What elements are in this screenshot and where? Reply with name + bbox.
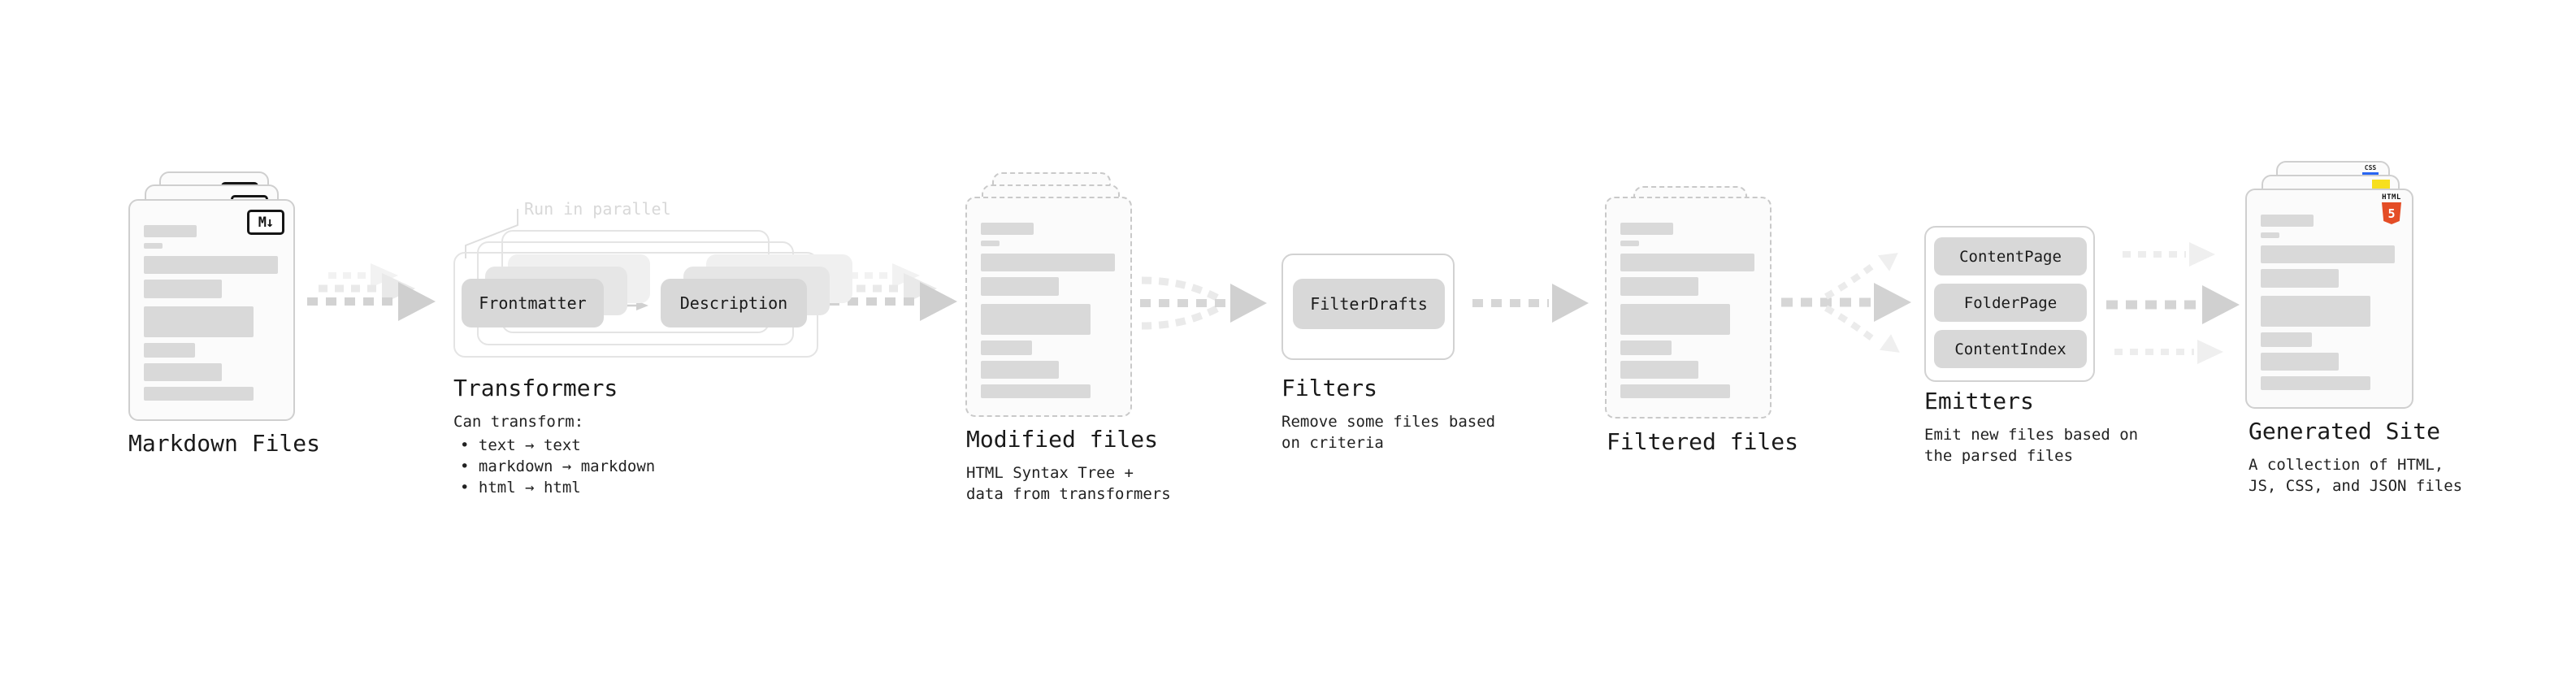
label-emitters: Emitters bbox=[1924, 388, 2034, 414]
chip-contentpage: ContentPage bbox=[1934, 237, 2087, 275]
transformers-bullet: • html → html bbox=[460, 479, 581, 497]
text-placeholder bbox=[981, 361, 1059, 379]
modified-files-desc: HTML Syntax Tree + bbox=[966, 464, 1134, 482]
filters-desc: Remove some files based bbox=[1281, 413, 1496, 431]
label-markdown-files: Markdown Files bbox=[128, 430, 321, 457]
markdown-icon: M↓ bbox=[247, 210, 284, 235]
text-placeholder bbox=[144, 343, 195, 358]
text-placeholder bbox=[1620, 223, 1673, 235]
text-placeholder bbox=[981, 254, 1115, 271]
label-filters: Filters bbox=[1281, 375, 1378, 401]
javascript-icon bbox=[2372, 180, 2390, 191]
transformers-bullet: • text → text bbox=[460, 436, 581, 454]
file-card: HTML 5 bbox=[2245, 189, 2413, 409]
text-placeholder bbox=[2261, 353, 2339, 371]
text-placeholder bbox=[144, 280, 222, 298]
text-placeholder bbox=[2261, 376, 2370, 390]
callout-run-in-parallel: Run in parallel bbox=[524, 199, 671, 219]
text-placeholder bbox=[2261, 269, 2339, 288]
label-transformers: Transformers bbox=[453, 375, 618, 401]
file-card bbox=[965, 197, 1132, 417]
text-placeholder bbox=[1620, 241, 1639, 246]
text-placeholder bbox=[2261, 245, 2395, 263]
text-placeholder bbox=[981, 277, 1059, 296]
modified-files-desc: data from transformers bbox=[966, 485, 1171, 503]
text-placeholder bbox=[1620, 304, 1730, 335]
arrow-markdown-to-transformers bbox=[307, 263, 436, 321]
text-placeholder bbox=[1620, 277, 1698, 296]
generated-site-desc: JS, CSS, and JSON files bbox=[2249, 477, 2463, 495]
arrow-modified-to-filters bbox=[1140, 276, 1267, 330]
text-placeholder bbox=[144, 225, 197, 237]
emitters-desc: the parsed files bbox=[1924, 447, 2074, 465]
text-placeholder bbox=[2261, 232, 2279, 238]
arrow-filters-to-filtered bbox=[1472, 284, 1589, 323]
text-placeholder bbox=[2261, 332, 2312, 347]
chip-folderpage: FolderPage bbox=[1934, 284, 2087, 322]
text-placeholder bbox=[144, 363, 222, 381]
text-placeholder bbox=[1620, 384, 1730, 398]
chip-contentindex: ContentIndex bbox=[1934, 330, 2087, 368]
chip-frontmatter: Frontmatter bbox=[462, 279, 604, 327]
text-placeholder bbox=[144, 387, 254, 401]
arrow-emitters-to-site bbox=[2106, 242, 2240, 364]
file-card bbox=[1605, 197, 1772, 419]
file-card: M↓ bbox=[128, 199, 295, 421]
text-placeholder bbox=[144, 256, 278, 274]
label-filtered-files: Filtered files bbox=[1607, 428, 1799, 455]
emitters-desc: Emit new files based on bbox=[1924, 426, 2139, 444]
filters-desc: on criteria bbox=[1281, 434, 1384, 452]
html5-icon: HTML 5 bbox=[2381, 194, 2402, 224]
text-placeholder bbox=[1620, 254, 1754, 271]
chip-description: Description bbox=[661, 279, 807, 327]
css-icon: CSS bbox=[2362, 165, 2379, 176]
label-generated-site: Generated Site bbox=[2249, 418, 2441, 445]
text-placeholder bbox=[981, 241, 1000, 246]
text-placeholder bbox=[981, 304, 1091, 335]
text-placeholder bbox=[1620, 361, 1698, 379]
text-placeholder bbox=[981, 223, 1034, 235]
text-placeholder bbox=[981, 340, 1032, 355]
text-placeholder bbox=[144, 306, 254, 337]
text-placeholder bbox=[2261, 296, 2370, 327]
text-placeholder bbox=[2261, 215, 2314, 227]
label-modified-files: Modified files bbox=[966, 426, 1159, 453]
transformers-bullet: • markdown → markdown bbox=[460, 458, 656, 475]
text-placeholder bbox=[144, 243, 163, 249]
arrow-filtered-to-emitters bbox=[1781, 253, 1911, 353]
transformers-desc-title: Can transform: bbox=[453, 413, 584, 431]
generated-site-desc: A collection of HTML, bbox=[2249, 456, 2444, 474]
chip-filterdrafts: FilterDrafts bbox=[1293, 279, 1445, 329]
text-placeholder bbox=[1620, 340, 1672, 355]
text-placeholder bbox=[981, 384, 1091, 398]
